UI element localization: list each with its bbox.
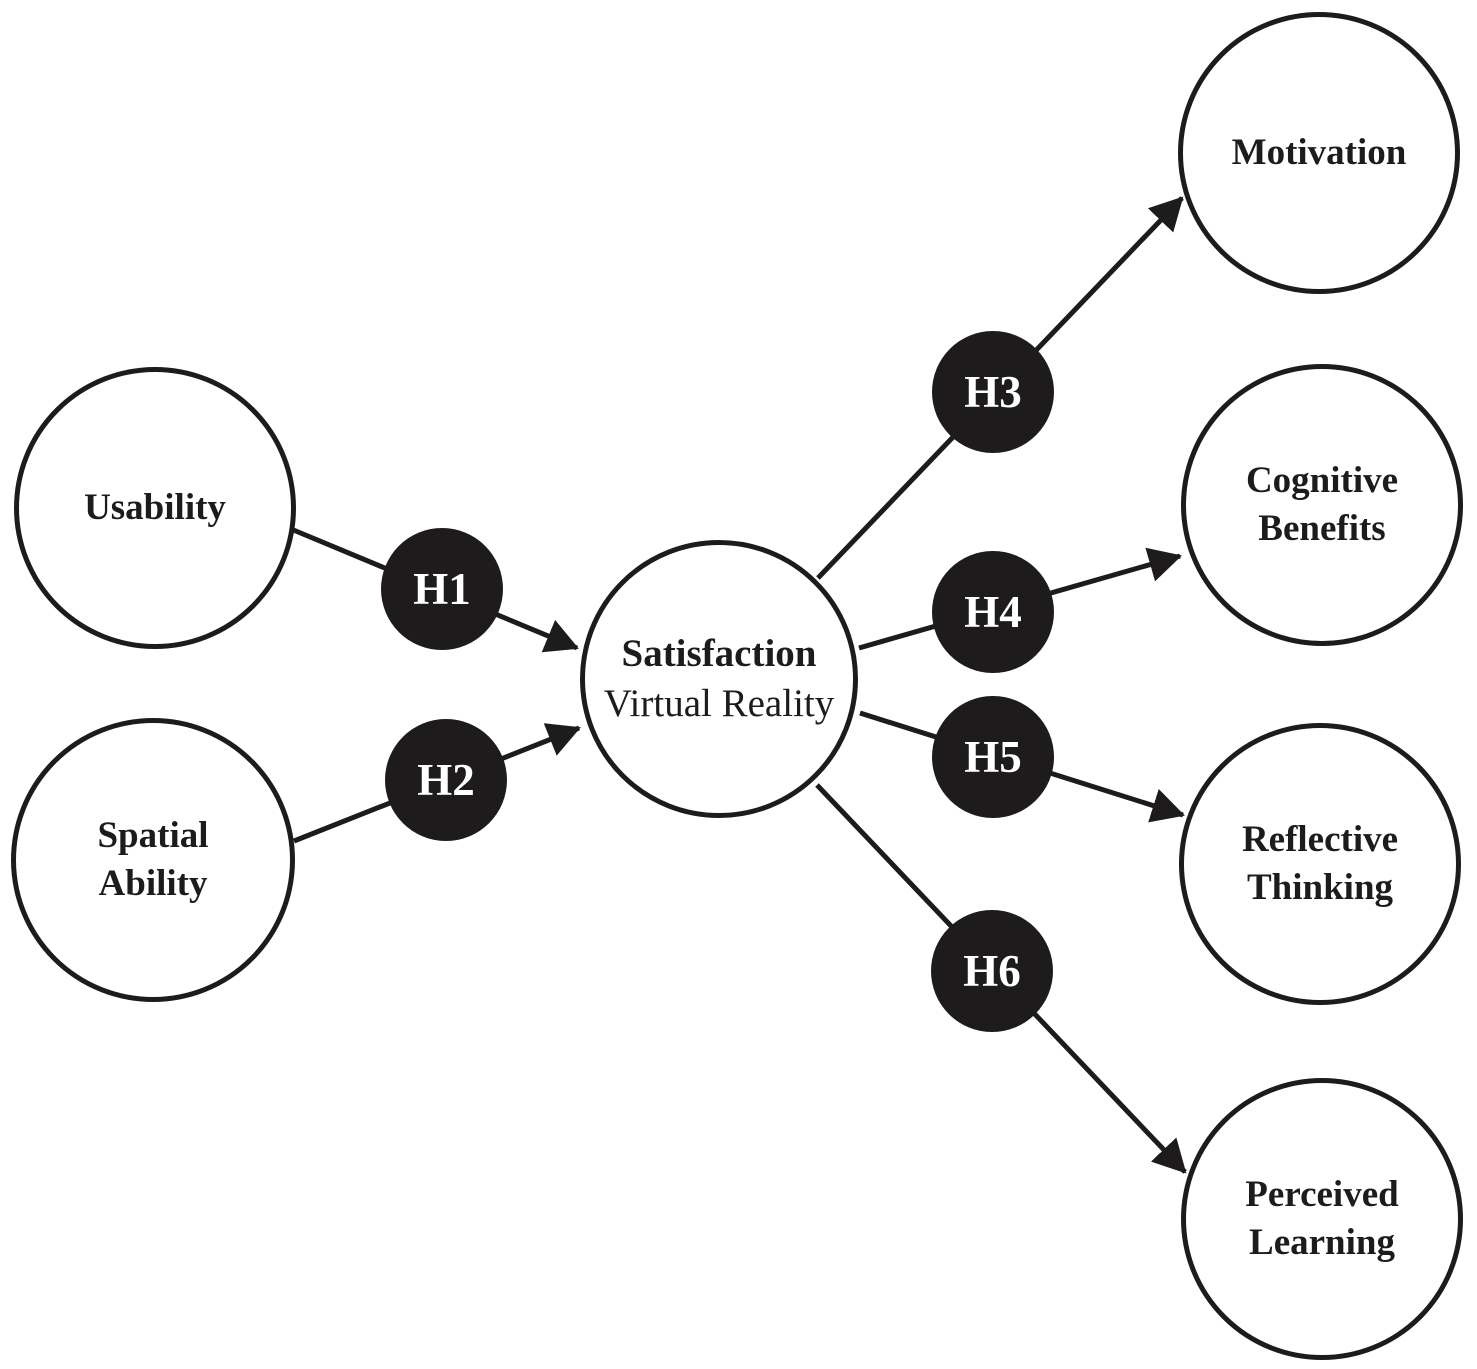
construct-cognitive-benefits: Cognitive Benefits: [1181, 364, 1463, 646]
construct-label: Benefits: [1258, 508, 1386, 549]
hypothesis-h3: H3: [932, 331, 1054, 453]
construct-label: Cognitive: [1245, 460, 1399, 501]
construct-label: Perceived: [1245, 1174, 1399, 1215]
construct-label: Reflective: [1241, 819, 1399, 860]
hypothesis-label: H6: [963, 945, 1021, 996]
construct-usability: Usability: [14, 367, 296, 649]
hypothesis-label: H4: [964, 586, 1022, 637]
hypothesis-label: H3: [964, 366, 1022, 417]
construct-reflective-thinking: Reflective Thinking: [1179, 723, 1461, 1005]
hypothesis-label: H2: [417, 754, 475, 805]
hypothesis-h5: H5: [932, 696, 1054, 818]
construct-label: Motivation: [1231, 132, 1407, 173]
construct-perceived-learning: Perceived Learning: [1181, 1078, 1463, 1360]
hypothesis-h2: H2: [385, 719, 507, 841]
construct-motivation: Motivation: [1178, 12, 1460, 294]
construct-label: Usability: [84, 487, 226, 528]
hypothesis-label: H5: [964, 731, 1022, 782]
hypothesis-h1: H1: [381, 528, 503, 650]
construct-label: Satisfaction: [621, 632, 817, 675]
construct-label: Ability: [98, 863, 208, 904]
construct-label: Thinking: [1246, 867, 1394, 908]
construct-label: Learning: [1249, 1222, 1395, 1263]
construct-sublabel: Virtual Reality: [603, 682, 835, 725]
hypothesis-h4: H4: [932, 551, 1054, 673]
construct-satisfaction-virtual-reality: Satisfaction Virtual Reality: [580, 540, 858, 818]
construct-spatial-ability: Spatial Ability: [11, 718, 295, 1002]
hypothesis-label: H1: [413, 563, 471, 614]
hypothesis-h6: H6: [931, 910, 1053, 1032]
construct-label: Spatial: [97, 815, 209, 856]
